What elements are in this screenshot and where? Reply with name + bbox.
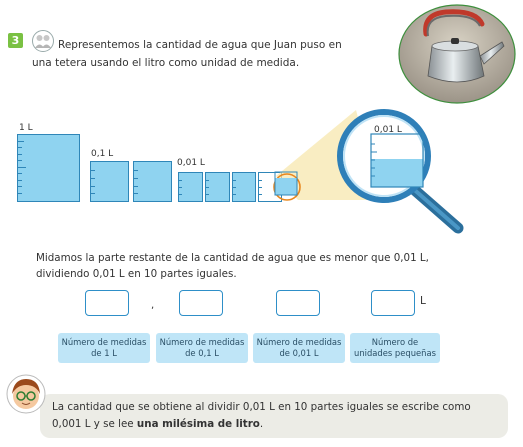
- container-hundredth-litre-1: [178, 172, 203, 202]
- instruction-line-2: dividiendo 0,01 L en 10 partes iguales.: [36, 268, 237, 280]
- intro-line-1: Representemos la cantidad de agua que Ju…: [58, 39, 342, 51]
- answer-box-litres[interactable]: [85, 290, 129, 316]
- pair-work-icon: [32, 30, 54, 52]
- label-magnified-litre: 0,01 L: [374, 125, 402, 135]
- unit-label: L: [420, 295, 426, 307]
- student-avatar-icon: [6, 374, 46, 414]
- instruction-line-1: Midamos la parte restante de la cantidad…: [36, 252, 429, 264]
- note-text-start: La cantidad que se obtiene al dividir 0,…: [52, 401, 471, 430]
- intro-text: Representemos la cantidad de agua que Ju…: [32, 36, 378, 72]
- container-tenth-litre-2: [133, 161, 172, 202]
- exercise-number-badge: 3: [8, 33, 23, 48]
- label-count-small-units: Número de unidades pequeñas: [350, 333, 440, 363]
- note-text-bold: una milésima de litro: [136, 418, 260, 430]
- answer-box-tenths[interactable]: [179, 290, 223, 316]
- label-tenth-litre: 0,1 L: [91, 149, 114, 159]
- label-count-hundredths: Número de medidas de 0,01 L: [253, 333, 345, 363]
- decimal-comma: ,: [151, 300, 155, 311]
- container-tenth-litre-1: [90, 161, 129, 202]
- label-count-litres: Número de medidas de 1 L: [58, 333, 150, 363]
- answer-box-small-units[interactable]: [371, 290, 415, 316]
- label-hundredth-litre: 0,01 L: [177, 158, 205, 168]
- container-hundredth-litre-3: [232, 172, 256, 202]
- instruction-text: Midamos la parte restante de la cantidad…: [36, 250, 476, 282]
- container-1-litre: [17, 134, 80, 202]
- container-hundredth-litre-2: [205, 172, 230, 202]
- note-text-end: .: [259, 418, 264, 430]
- note-text: La cantidad que se obtiene al dividir 0,…: [52, 399, 502, 433]
- intro-line-2: una tetera usando el litro como unidad d…: [32, 57, 300, 69]
- note-box: [40, 394, 508, 438]
- kettle-photo: [398, 4, 516, 104]
- label-1-litre: 1 L: [19, 123, 33, 133]
- label-count-tenths: Número de medidas de 0,1 L: [156, 333, 248, 363]
- answer-box-hundredths[interactable]: [276, 290, 320, 316]
- magnifying-glass: [273, 109, 464, 234]
